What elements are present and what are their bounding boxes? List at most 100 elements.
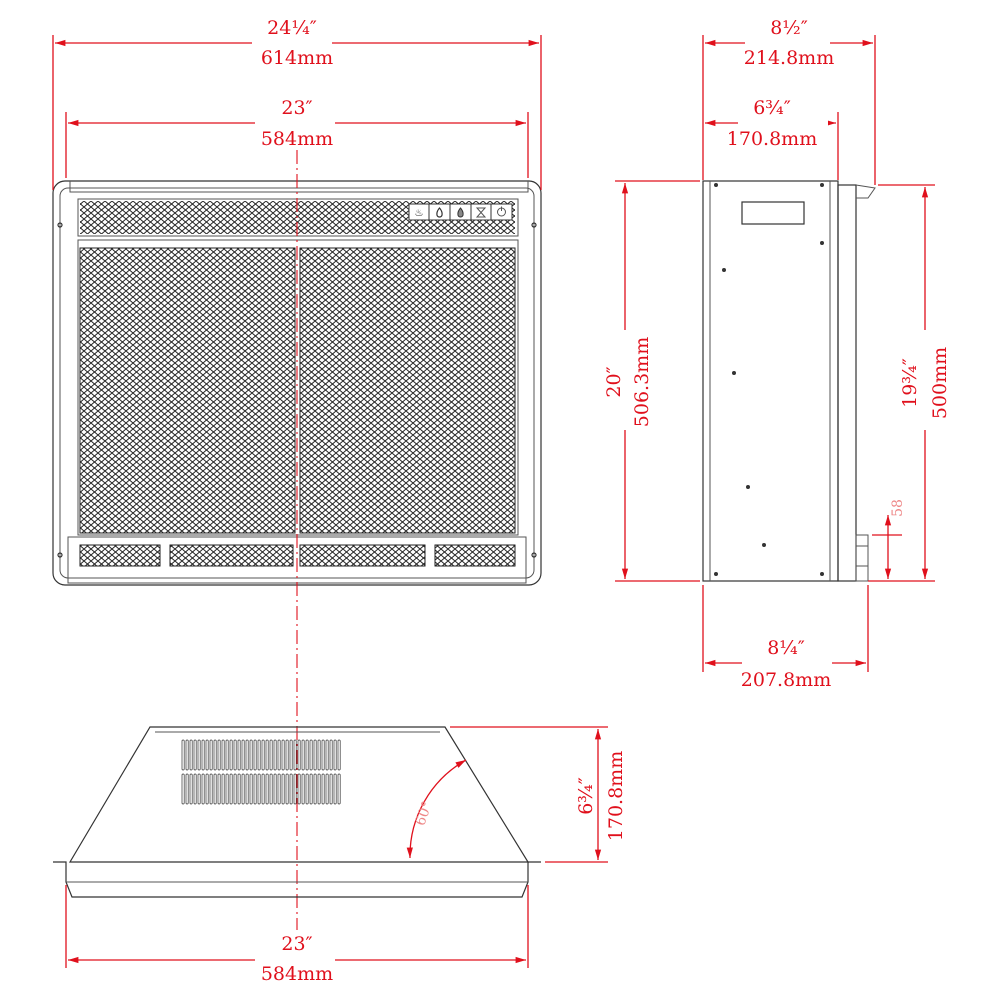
heat-icon: ♨ <box>415 208 424 219</box>
vent-slot <box>209 773 213 805</box>
vent-slot <box>273 773 277 805</box>
angle-label: 60° <box>412 799 436 828</box>
side-view <box>702 180 876 582</box>
vent-slot <box>293 739 297 771</box>
vent-slot <box>333 739 337 771</box>
vent-slot <box>313 773 317 805</box>
vent-slot <box>285 739 289 771</box>
vent-slot <box>237 773 241 805</box>
vent-slot <box>225 739 229 771</box>
front-dimensions: 24¼″ 614mm 23″ 584mm <box>52 17 542 190</box>
top-dimensions: 6¾″ 170.8mm 60° 23″ 584mm <box>65 726 627 985</box>
vent-slot <box>329 773 333 805</box>
left-screen <box>79 247 296 534</box>
vent-slot <box>297 739 301 771</box>
vent-slot <box>201 739 205 771</box>
vent-slot <box>269 739 273 771</box>
vent-slot <box>241 739 245 771</box>
inner-height-mm: 500mm <box>929 347 951 419</box>
top-depth-mm: 170.8mm <box>605 751 627 841</box>
timer-icon <box>475 207 487 218</box>
vent-slot <box>217 739 221 771</box>
vent-slot <box>213 739 217 771</box>
overall-width-in: 24¼″ <box>267 17 317 39</box>
vent-slot <box>205 739 209 771</box>
vent-slot <box>181 773 185 805</box>
vent-slot <box>257 773 261 805</box>
vent-slot <box>197 773 201 805</box>
vent-slot <box>289 773 293 805</box>
height-mm: 506.3mm <box>631 337 653 427</box>
vent-slot <box>265 739 269 771</box>
vent-slot <box>217 773 221 805</box>
vent-slot <box>321 739 325 771</box>
front-view: ♨ <box>52 180 542 586</box>
vent-slot <box>201 773 205 805</box>
vent-slot <box>221 739 225 771</box>
vent-slot <box>205 773 209 805</box>
vent-slot <box>301 773 305 805</box>
vent-slot <box>281 773 285 805</box>
control-panel: ♨ <box>408 203 513 221</box>
vent-slot <box>301 739 305 771</box>
body-depth-mm: 170.8mm <box>727 128 817 150</box>
vent-slot <box>233 773 237 805</box>
vent-slot <box>305 739 309 771</box>
vent-slot <box>185 739 189 771</box>
vent-slot <box>253 739 257 771</box>
vent-slot <box>181 739 185 771</box>
vent-slot <box>221 773 225 805</box>
flame-button[interactable] <box>428 203 451 221</box>
height-in: 20″ <box>603 366 625 397</box>
heat-button[interactable]: ♨ <box>408 203 430 221</box>
vent-slot <box>333 773 337 805</box>
vent-slot <box>317 773 321 805</box>
vent-slot <box>309 773 313 805</box>
vent-slot <box>329 739 333 771</box>
vent-slot <box>249 773 253 805</box>
vent-slot <box>237 739 241 771</box>
bottom-depth-mm: 207.8mm <box>741 669 831 691</box>
vent-slot <box>189 739 193 771</box>
vent-slot <box>317 739 321 771</box>
vent-slot <box>325 773 329 805</box>
vent-slot <box>285 773 289 805</box>
vent-slot <box>245 739 249 771</box>
vent-slot <box>197 739 201 771</box>
vent-slot <box>253 773 257 805</box>
vent-slot <box>309 739 313 771</box>
vent-slot <box>213 773 217 805</box>
vent-slot <box>337 739 341 771</box>
flame-icon <box>436 207 443 218</box>
vent-slot <box>337 773 341 805</box>
vent-slot <box>245 773 249 805</box>
timer-button[interactable] <box>470 203 492 221</box>
vent-slot <box>281 739 285 771</box>
vent-slot <box>273 739 277 771</box>
vent-slot <box>193 739 197 771</box>
vent-slot <box>289 739 293 771</box>
flame-color-button[interactable] <box>449 203 472 221</box>
opening-width-mm: 584mm <box>261 128 333 150</box>
vent-slot <box>185 773 189 805</box>
vent-slot <box>261 773 265 805</box>
vent-slot <box>193 773 197 805</box>
vent-slot <box>233 739 237 771</box>
vent-slots <box>181 739 341 805</box>
vent-slot <box>277 739 281 771</box>
vent-slot <box>225 773 229 805</box>
top-width-mm: 584mm <box>261 963 333 985</box>
vent-slot <box>265 773 269 805</box>
vent-slot <box>229 773 233 805</box>
side-depth-mm: 214.8mm <box>744 47 834 69</box>
vent-slot <box>313 739 317 771</box>
bottom-depth-in: 8¼″ <box>767 637 805 659</box>
vent-slot <box>297 773 301 805</box>
vent-slot <box>325 739 329 771</box>
power-button[interactable] <box>490 203 513 221</box>
overall-width-mm: 614mm <box>261 47 333 69</box>
side-depth-in: 8½″ <box>770 17 808 39</box>
vent-slot <box>209 739 213 771</box>
inner-height-in: 19¾″ <box>899 358 921 408</box>
